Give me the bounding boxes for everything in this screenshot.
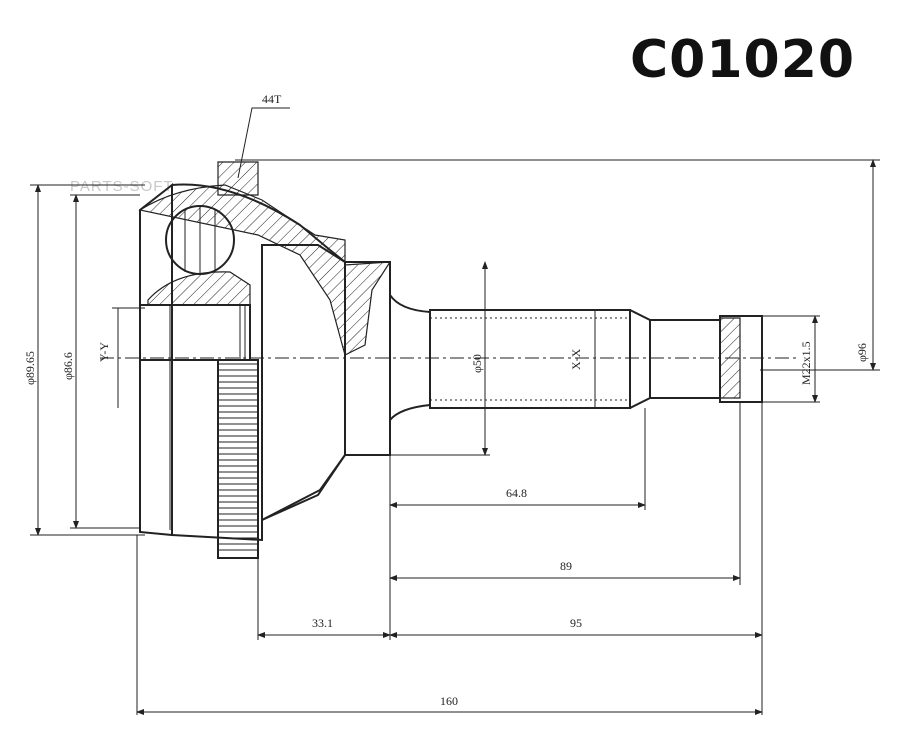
dim-dia-86-6: φ86.6 [61,352,75,380]
dim-dia-96: φ96 [855,343,869,362]
axis-y-label: Y-Y [97,342,111,362]
bell-cone [261,244,346,522]
dim-95: 95 [570,616,582,630]
dim-160: 160 [440,694,458,708]
abs-ring [217,359,259,559]
dim-dia-89-65: φ89.65 [23,351,37,385]
dim-33-1: 33.1 [312,616,333,630]
teeth-label: 44T [262,92,282,106]
axis-x-label: X-X [569,348,583,370]
stub-shaft [389,262,763,455]
dim-shaft-dia: φ50 [470,354,484,373]
outer-housing [138,161,392,542]
part-number-title: C01020 [630,30,856,90]
teeth-leader [237,107,290,179]
dim-thread: M22x1.5 [799,341,813,385]
dim-64-8: 64.8 [506,486,527,500]
watermark: PARTS-SOFT [70,178,174,195]
dim-89: 89 [560,559,572,573]
